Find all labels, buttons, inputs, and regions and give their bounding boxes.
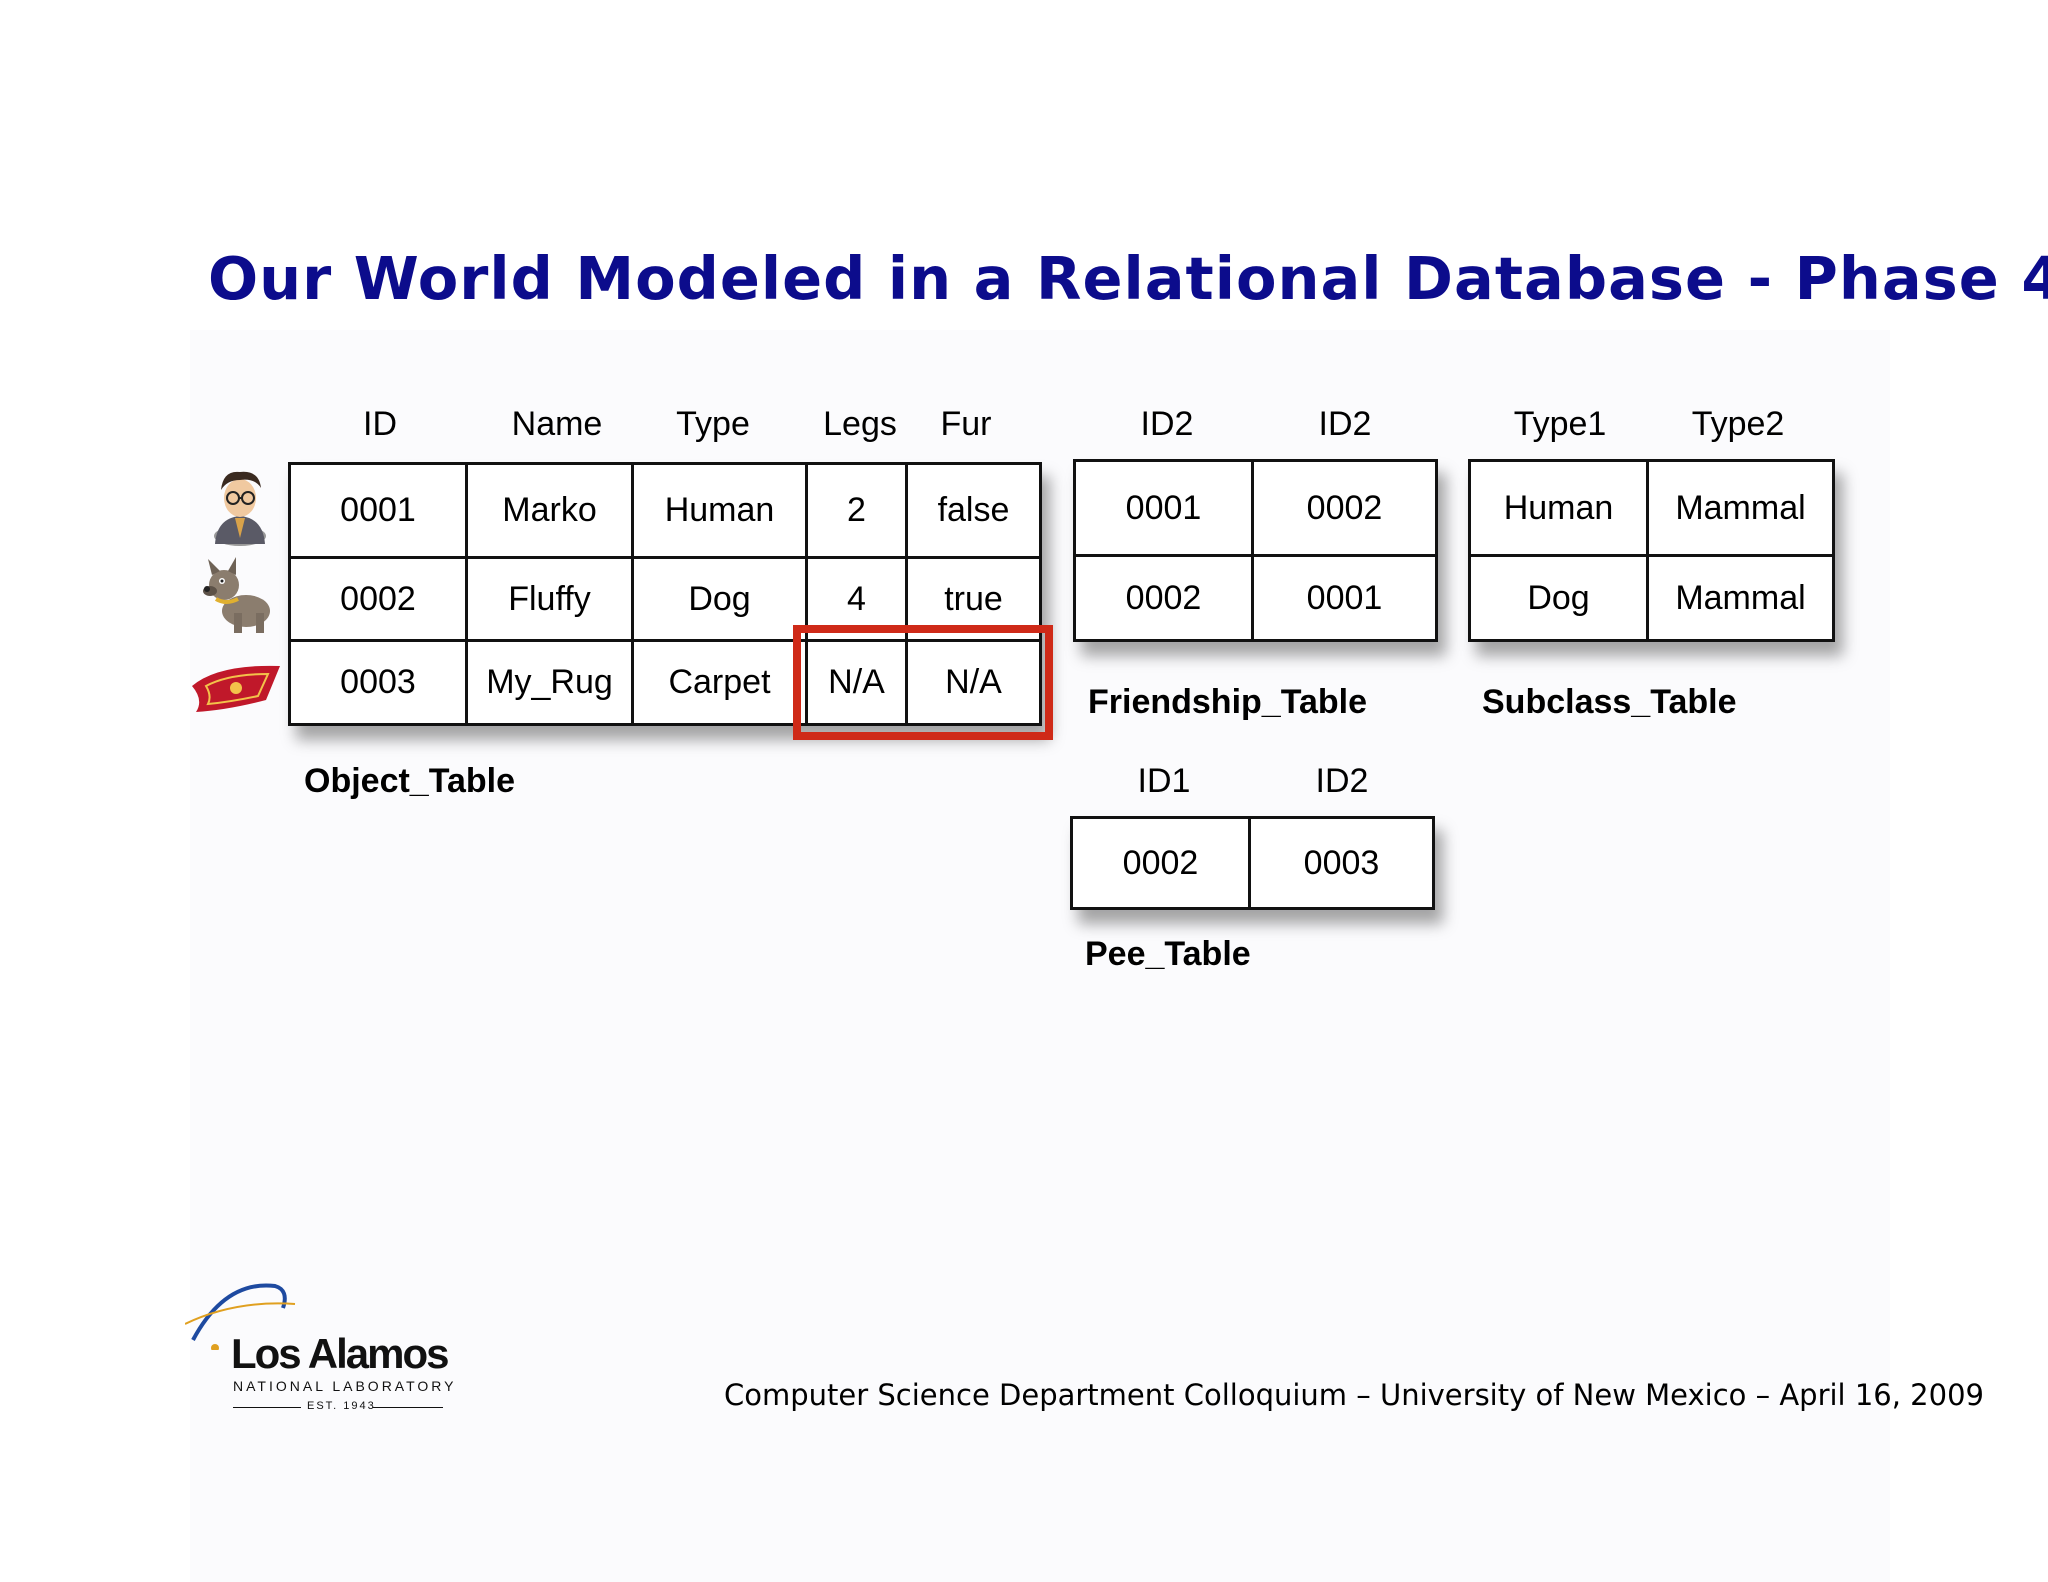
table-cell: 0003: [1248, 816, 1435, 910]
logo-divider: [373, 1407, 443, 1408]
table-cell: Carpet: [631, 639, 808, 726]
table-row: 0001 Marko Human 2 false: [288, 462, 1042, 559]
table-cell: Dog: [1468, 554, 1649, 642]
column-header-id2: ID2: [1140, 405, 1194, 443]
object-table: 0001 Marko Human 2 false 0002 Fluffy Dog…: [288, 462, 1042, 726]
los-alamos-logo: Los Alamos NATIONAL LABORATORY EST. 1943: [185, 1280, 454, 1412]
table-cell: 0002: [1073, 554, 1254, 642]
table-cell: My_Rug: [465, 639, 634, 726]
table-cell: 0001: [1073, 459, 1254, 557]
column-header-id2: ID2: [1318, 405, 1372, 443]
pee-table: 0002 0003: [1070, 816, 1435, 910]
subclass-table: Human Mammal Dog Mammal: [1468, 459, 1835, 642]
table-cell: N/A: [905, 639, 1042, 726]
column-header-fur: Fur: [940, 405, 992, 443]
column-header-name: Name: [511, 405, 603, 443]
slide-title: Our World Modeled in a Relational Databa…: [208, 244, 2048, 313]
column-header-type2: Type2: [1691, 405, 1785, 443]
column-header-id: ID: [363, 405, 397, 443]
column-header-legs: Legs: [823, 405, 897, 443]
table-row: 0001 0002: [1073, 459, 1438, 557]
person-icon: [214, 471, 266, 546]
table-cell: 0002: [288, 556, 468, 642]
column-header-id1: ID1: [1137, 762, 1191, 800]
table-cell: 0003: [288, 639, 468, 726]
logo-established: EST. 1943: [307, 1400, 376, 1412]
table-cell: 0001: [288, 462, 468, 559]
object-table-label: Object_Table: [304, 762, 515, 800]
table-cell: Mammal: [1646, 459, 1835, 557]
table-cell: 0002: [1251, 459, 1438, 557]
table-cell: Mammal: [1646, 554, 1835, 642]
rug-icon: [192, 665, 280, 712]
table-row: 0002 0003: [1070, 816, 1435, 910]
table-cell: Dog: [631, 556, 808, 642]
logo-divider: [233, 1407, 301, 1408]
null-values-highlight: [793, 625, 1053, 740]
table-cell: 2: [805, 462, 908, 559]
table-cell: Human: [1468, 459, 1649, 557]
logo-orbit-icon: [185, 1283, 296, 1350]
table-row: 0002 Fluffy Dog 4 true: [288, 556, 1042, 642]
logo-name: Los Alamos: [231, 1330, 449, 1377]
logo-subtitle: NATIONAL LABORATORY: [233, 1378, 457, 1394]
column-header-type: Type: [676, 405, 750, 443]
table-cell: 0001: [1251, 554, 1438, 642]
table-cell: 0002: [1070, 816, 1251, 910]
table-cell: N/A: [805, 639, 908, 726]
dog-icon: [203, 557, 270, 633]
table-row: 0003 My_Rug Carpet N/A N/A: [288, 639, 1042, 726]
column-header-id2: ID2: [1315, 762, 1369, 800]
slide-footer: Computer Science Department Colloquium –…: [724, 1378, 1984, 1412]
table-cell: Marko: [465, 462, 634, 559]
friendship-table: 0001 0002 0002 0001: [1073, 459, 1438, 642]
friendship-table-label: Friendship_Table: [1088, 683, 1367, 721]
table-row: 0002 0001: [1073, 554, 1438, 642]
table-cell: Fluffy: [465, 556, 634, 642]
column-header-type1: Type1: [1513, 405, 1607, 443]
table-row: Dog Mammal: [1468, 554, 1835, 642]
table-cell: Human: [631, 462, 808, 559]
pee-table-label: Pee_Table: [1085, 935, 1251, 973]
subclass-table-label: Subclass_Table: [1482, 683, 1737, 721]
table-cell: false: [905, 462, 1042, 559]
table-row: Human Mammal: [1468, 459, 1835, 557]
